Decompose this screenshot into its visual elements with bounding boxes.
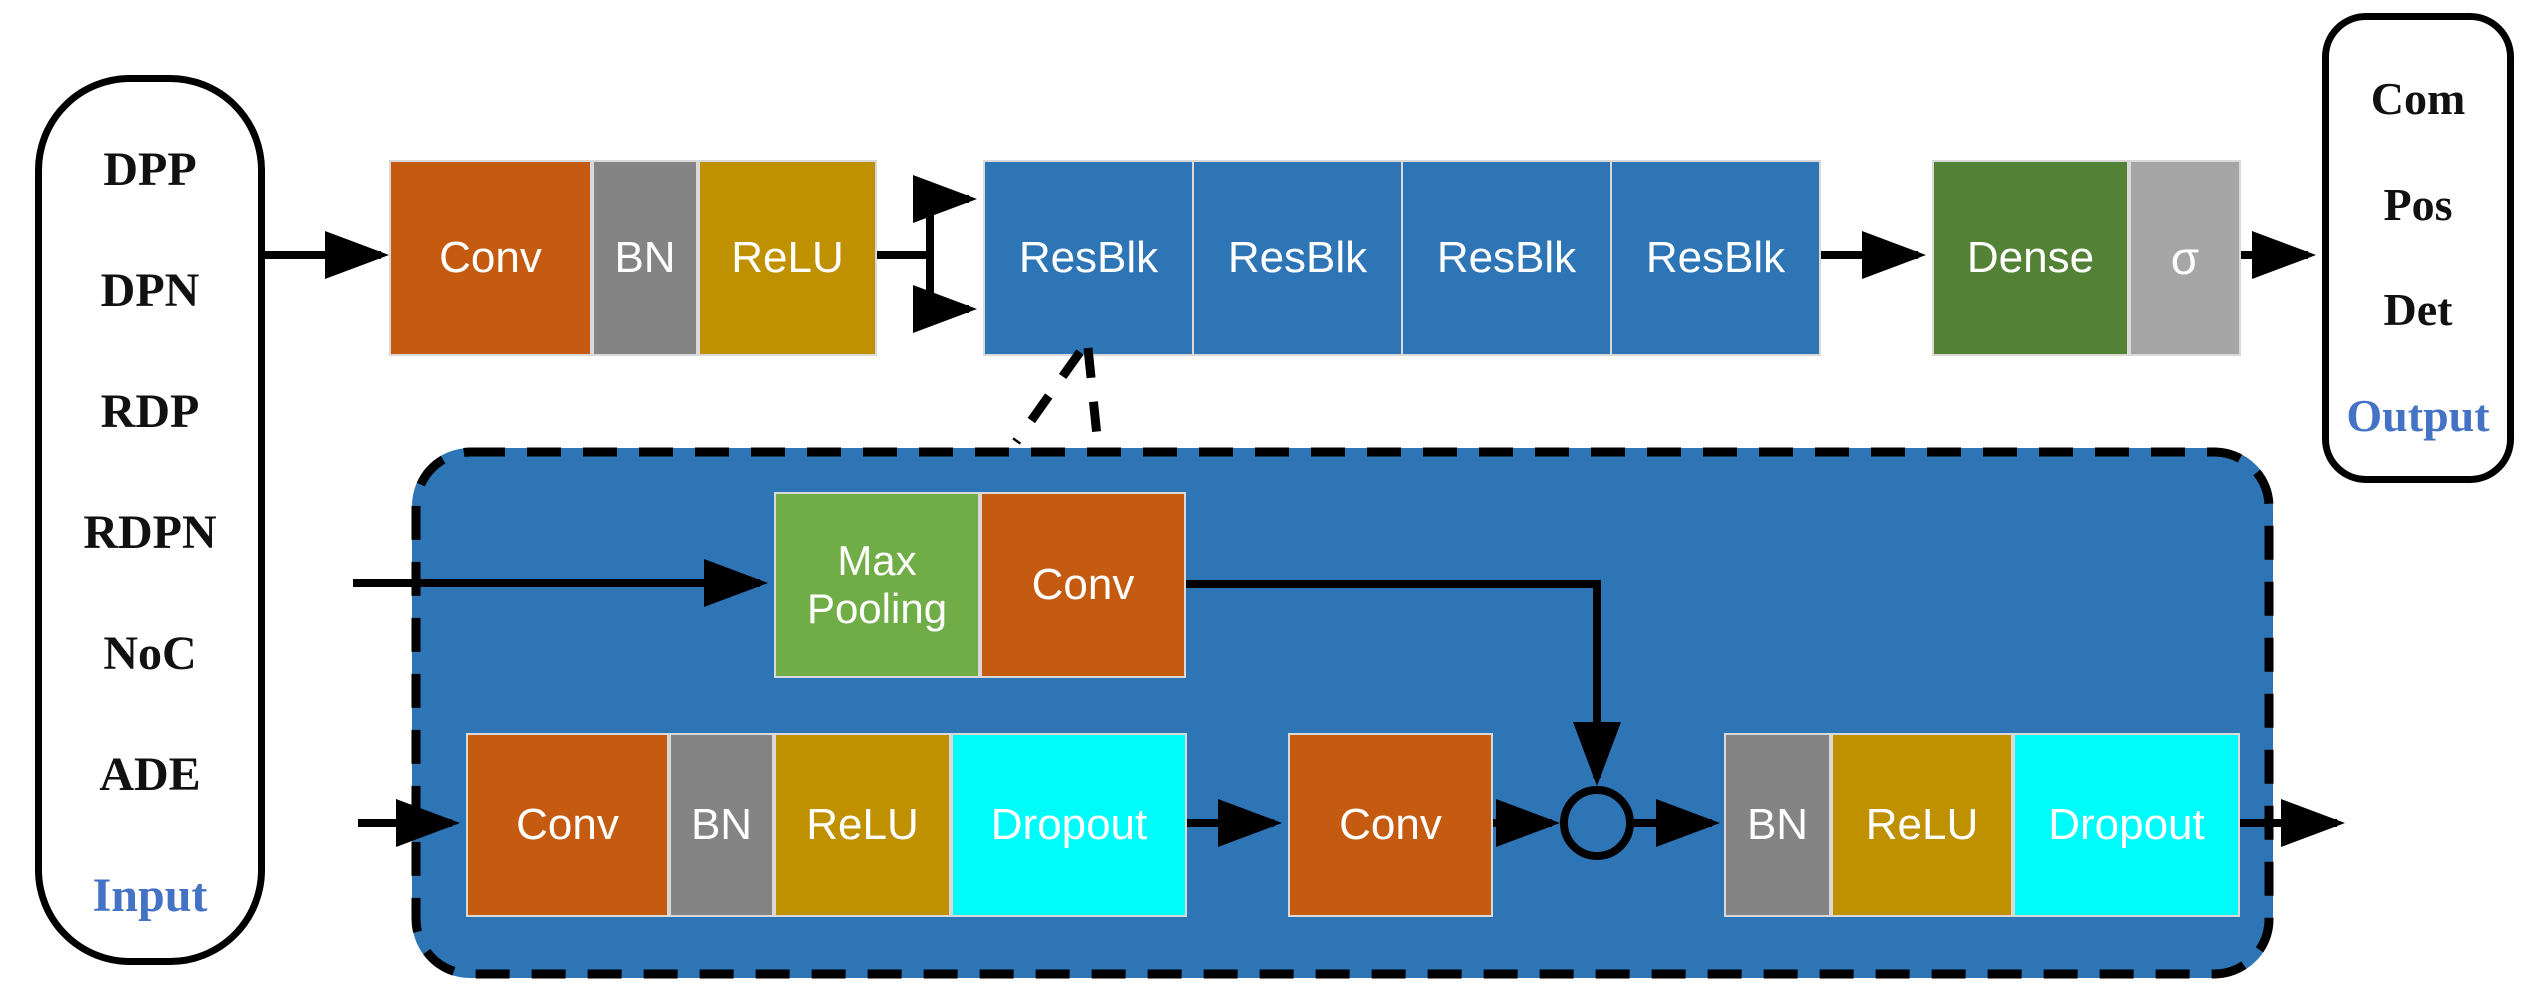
- stem-relu-block: ReLU: [698, 160, 877, 356]
- stem-conv-block: Conv: [389, 160, 592, 356]
- detail-bn2-block: BN: [1724, 733, 1831, 917]
- detail-relu1-block: ReLU: [774, 733, 951, 917]
- output-item: Det: [2383, 284, 2453, 336]
- pool-conv-block: Conv: [980, 492, 1186, 678]
- detail-relu2-block: ReLU: [1831, 733, 2013, 917]
- resblk-block-4: ResBlk: [1610, 160, 1821, 356]
- output-box: Com Pos Det Output: [2322, 13, 2514, 483]
- input-item: ADE: [99, 748, 201, 801]
- resblk-block-1: ResBlk: [983, 160, 1194, 356]
- output-item: Pos: [2383, 178, 2453, 230]
- detail-dropout1-block: Dropout: [951, 733, 1187, 917]
- resblk-block-3: ResBlk: [1401, 160, 1612, 356]
- expansion-dash-right: [1083, 347, 1103, 447]
- detail-conv1-block: Conv: [466, 733, 669, 917]
- input-box: DPP DPN RDP RDPN NoC ADE Input: [35, 75, 265, 965]
- input-caption: Input: [92, 869, 208, 922]
- detail-dropout2-block: Dropout: [2013, 733, 2240, 917]
- maxpool-block: Max Pooling: [774, 492, 980, 678]
- resblk-block-2: ResBlk: [1192, 160, 1403, 356]
- dense-block: Dense: [1932, 160, 2129, 356]
- expansion-dash-left: [1012, 349, 1084, 445]
- detail-conv2-block: Conv: [1288, 733, 1493, 917]
- stem-bn-block: BN: [592, 160, 698, 356]
- input-item: DPN: [100, 264, 200, 317]
- input-item: DPP: [103, 143, 197, 196]
- detail-bn1-block: BN: [669, 733, 774, 917]
- input-item: NoC: [103, 627, 197, 680]
- output-caption: Output: [2346, 389, 2490, 441]
- output-item: Com: [2370, 73, 2466, 124]
- sigma-block: σ: [2129, 160, 2241, 356]
- input-item: RDP: [100, 385, 200, 438]
- input-item: RDPN: [83, 506, 217, 559]
